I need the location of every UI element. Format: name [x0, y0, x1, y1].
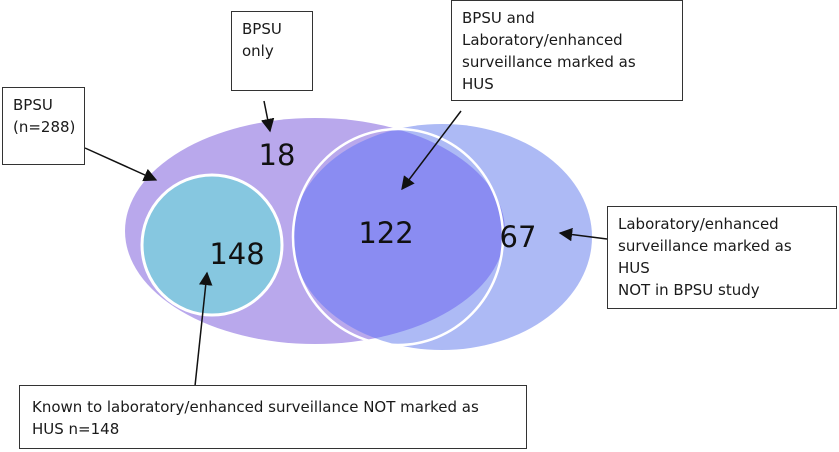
arrow-bpsu-only — [260, 100, 275, 133]
count-lab-not-bpsu: 67 — [500, 220, 537, 254]
arrow-bpsu-total — [84, 147, 158, 182]
label-both: BPSU and Laboratory/enhanced surveillanc… — [451, 0, 683, 101]
label-lab-not-bpsu: Laboratory/enhanced surveillance marked … — [607, 206, 837, 309]
arrow-known-not-hus — [194, 271, 213, 387]
known-not-hus-circle — [140, 173, 284, 317]
count-both: 122 — [358, 216, 413, 250]
overlap-outline — [291, 127, 505, 347]
count-bpsu-only: 18 — [259, 138, 296, 172]
arrow-both — [401, 110, 462, 191]
label-bpsu-total: BPSU (n=288) — [2, 87, 85, 165]
label-known-not-hus: Known to laboratory/enhanced surveillanc… — [19, 385, 527, 449]
count-known-not-hus: 148 — [209, 237, 264, 271]
label-bpsu-only: BPSU only — [231, 11, 313, 91]
overlap-region — [292, 124, 505, 344]
arrow-lab-not-bpsu — [558, 227, 608, 242]
